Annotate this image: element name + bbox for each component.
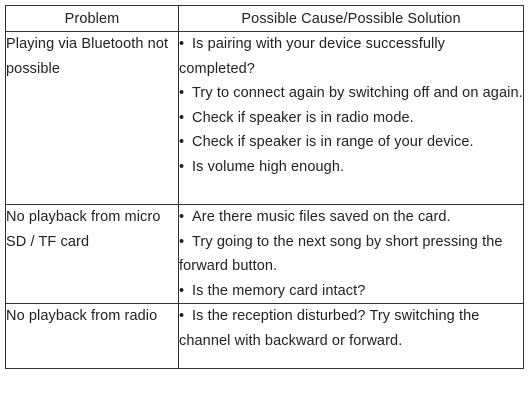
bullet-icon: • [179,158,185,175]
bullet-icon: • [179,209,185,225]
solution-text: Is volume high enough. [192,158,345,175]
solution-item: • Are there music files saved on the card… [179,205,523,230]
header-problem: Problem [5,5,179,32]
bullet-icon: • [179,134,185,150]
solution-item: • Is volume high enough. [179,155,523,180]
solution-item: •Try going to the next song by short pre… [179,230,523,279]
solution-cell: •Is the reception disturbed? Try switchi… [178,303,524,369]
bullet-icon: • [179,109,185,126]
header-row: Problem Possible Cause/Possible Solution [5,5,524,32]
solution-text: Check if speaker is in range of your dev… [192,134,474,150]
solution-text: Is pairing with your device successfully… [179,36,446,77]
solution-text: Is the reception disturbed? Try switchin… [179,308,480,349]
solution-text: Check if speaker is in radio mode. [192,109,414,126]
troubleshooting-table: Problem Possible Cause/Possible Solution… [5,5,524,369]
solution-item: • Check if speaker is in range of your de… [179,130,523,155]
problem-cell: No playback from radio [5,303,179,369]
table-row: No playback from radio •Is the reception… [5,303,524,369]
solution-text: Are there music files saved on the card. [192,209,451,225]
solution-text: Try going to the next song by short pres… [179,233,503,275]
bullet-icon: • [179,282,185,299]
solution-cell: •Is pairing with your device successfull… [178,31,524,205]
bullet-icon: • [179,85,185,101]
problem-cell: No playback from micro SD / TF card [5,204,179,304]
table-row: Playing via Bluetooth not possible •Is p… [5,31,524,205]
solution-item: •Is the reception disturbed? Try switchi… [179,304,523,353]
solution-text: Try to connect again by switching off an… [192,85,523,101]
bullet-icon: • [179,36,185,52]
solution-cell: • Are there music files saved on the card… [178,204,524,304]
bullet-icon: • [179,308,185,324]
solution-item: • Is the memory card intact? [179,279,523,304]
solution-text: Is the memory card intact? [192,282,366,299]
solution-item: •Is pairing with your device successfull… [179,32,523,81]
solution-item: • Try to connect again by switching off a… [179,81,523,106]
problem-cell: Playing via Bluetooth not possible [5,31,179,205]
bullet-icon: • [179,233,185,250]
table-row: No playback from micro SD / TF card • Are… [5,204,524,304]
solution-item: • Check if speaker is in radio mode. [179,106,523,131]
header-solution: Possible Cause/Possible Solution [178,5,524,32]
